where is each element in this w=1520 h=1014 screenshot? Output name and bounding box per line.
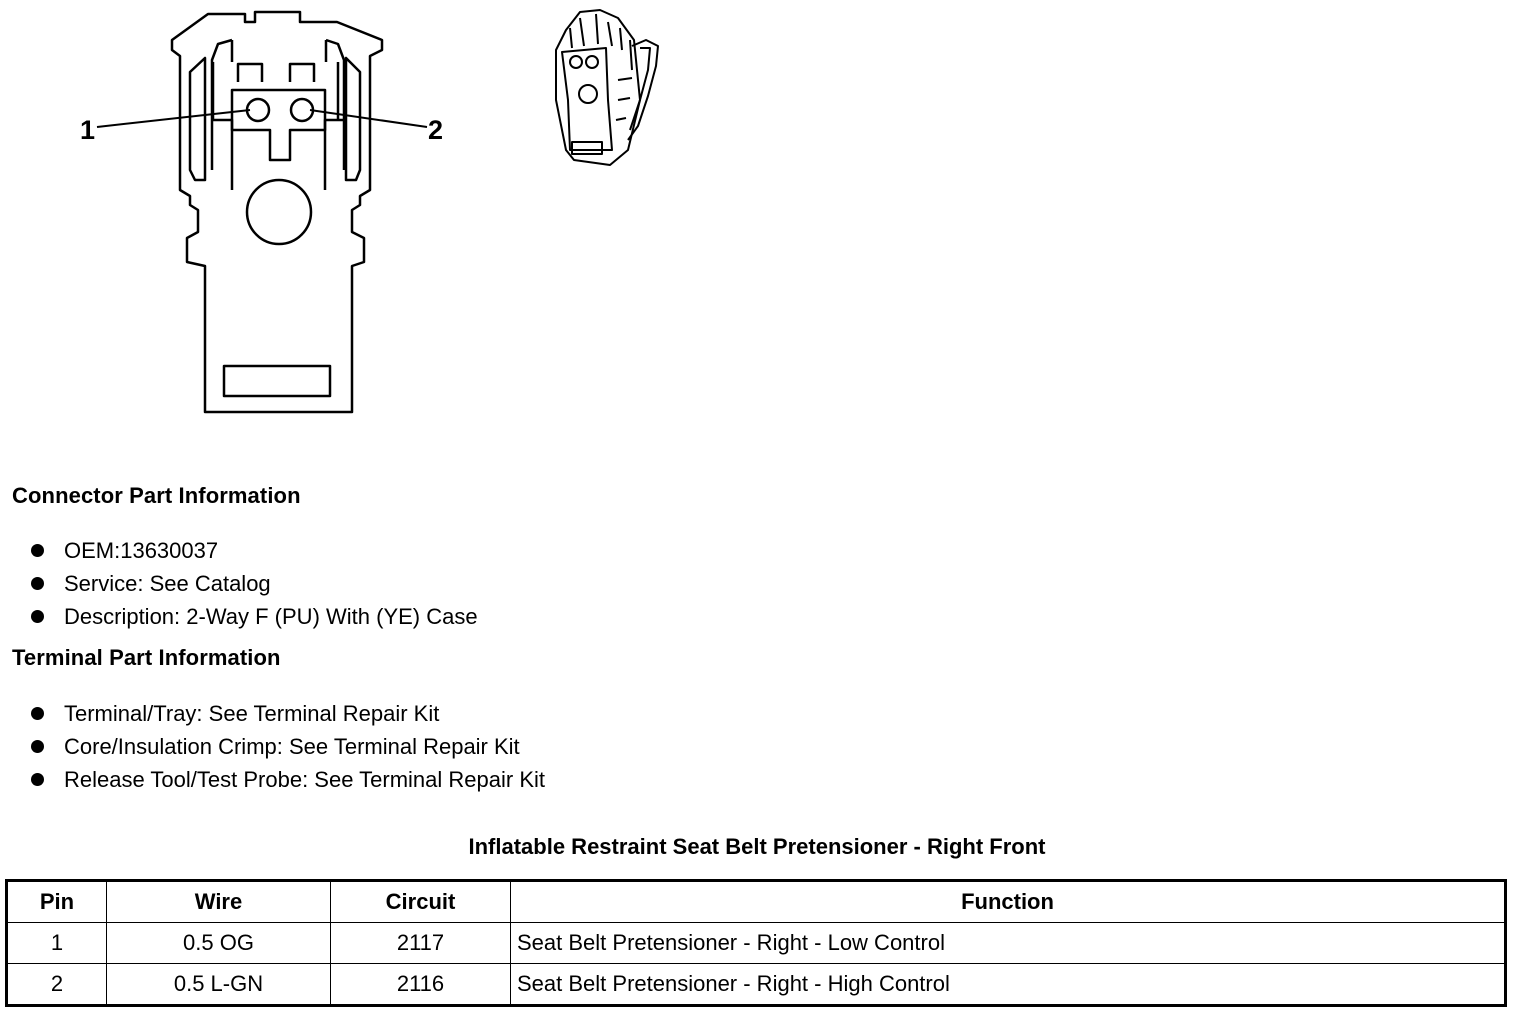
table-title: Inflatable Restraint Seat Belt Pretensio… xyxy=(468,834,1046,859)
connector-info-list: OEM:13630037 Service: See Catalog Descri… xyxy=(28,534,478,633)
cell-wire: 0.5 OG xyxy=(106,922,331,964)
connector-left-wall xyxy=(188,56,215,182)
terminal-info-heading: Terminal Part Information xyxy=(12,645,281,670)
list-item-text: Release Tool/Test Probe: See Terminal Re… xyxy=(64,766,545,792)
cell-function: Seat Belt Pretensioner - Right - Low Con… xyxy=(510,922,1506,964)
bullet-icon xyxy=(31,577,44,590)
connector-face-view: 1 2 xyxy=(80,10,443,414)
list-item: Core/Insulation Crimp: See Terminal Repa… xyxy=(28,730,545,763)
cell-pin: 1 xyxy=(6,922,107,964)
list-item-text: Core/Insulation Crimp: See Terminal Repa… xyxy=(64,733,520,759)
table-header-row: Pin Wire Circuit Function xyxy=(6,880,1506,923)
iso-top-latches xyxy=(569,13,633,71)
bullet-icon xyxy=(31,544,44,557)
iso-front-face xyxy=(561,47,613,151)
terminal-info-list: Terminal/Tray: See Terminal Repair Kit C… xyxy=(28,697,545,796)
iso-label-window xyxy=(571,141,603,155)
column-header-function: Function xyxy=(510,880,1506,923)
connector-illustration: 1 2 xyxy=(80,9,659,414)
bullet-icon xyxy=(31,707,44,720)
cell-function: Seat Belt Pretensioner - Right - High Co… xyxy=(510,963,1506,1006)
bullet-icon xyxy=(31,740,44,753)
pinout-table: Pin Wire Circuit Function 1 0.5 OG 2117 … xyxy=(5,879,1507,1007)
iso-cavity-1 xyxy=(569,55,583,69)
callout-leader-1 xyxy=(96,109,251,128)
connector-label-window xyxy=(222,364,332,398)
connector-lower-left-channel xyxy=(212,118,234,190)
connector-latch-left xyxy=(210,38,234,170)
terminal-cavity-1 xyxy=(245,97,271,123)
list-item: Terminal/Tray: See Terminal Repair Kit xyxy=(28,697,545,730)
cell-pin: 2 xyxy=(6,963,107,1006)
list-item-text: Description: 2-Way F (PU) With (YE) Case xyxy=(64,603,478,629)
connector-latch-right xyxy=(324,38,346,170)
connector-round-boss xyxy=(245,178,313,246)
connector-info-heading: Connector Part Information xyxy=(12,483,301,508)
column-header-wire: Wire xyxy=(106,880,331,923)
cell-wire: 0.5 L-GN xyxy=(106,963,331,1006)
list-item: Release Tool/Test Probe: See Terminal Re… xyxy=(28,763,545,796)
connector-housing-outline xyxy=(170,10,384,414)
iso-body-outline xyxy=(555,9,641,166)
table-row: 1 0.5 OG 2117 Seat Belt Pretensioner - R… xyxy=(6,922,1506,964)
terminal-cavity-block xyxy=(230,62,327,162)
callout-leader-2 xyxy=(309,109,428,128)
list-item-text: OEM:13630037 xyxy=(64,537,219,563)
list-item: Description: 2-Way F (PU) With (YE) Case xyxy=(28,600,478,633)
iso-cavity-2 xyxy=(585,55,599,69)
cell-circuit: 2117 xyxy=(330,922,511,964)
column-header-pin: Pin xyxy=(6,880,107,923)
bullet-icon xyxy=(31,610,44,623)
list-item-text: Terminal/Tray: See Terminal Repair Kit xyxy=(64,700,440,726)
list-item: Service: See Catalog xyxy=(28,567,478,600)
iso-side-ribs xyxy=(615,77,633,121)
connector-isometric-view xyxy=(555,9,659,166)
cell-circuit: 2116 xyxy=(330,963,511,1006)
terminal-cavity-2 xyxy=(289,97,315,123)
callout-label-1: 1 xyxy=(80,115,95,145)
connector-lower-right-channel xyxy=(323,118,344,190)
list-item-text: Service: See Catalog xyxy=(64,570,271,596)
connector-right-wall xyxy=(336,56,362,182)
iso-round-boss xyxy=(578,84,598,104)
iso-wire-bundle xyxy=(627,39,659,141)
callout-label-2: 2 xyxy=(428,115,443,145)
list-item: OEM:13630037 xyxy=(28,534,478,567)
bullet-icon xyxy=(31,773,44,786)
table-row: 2 0.5 L-GN 2116 Seat Belt Pretensioner -… xyxy=(6,963,1506,1006)
column-header-circuit: Circuit xyxy=(330,880,511,923)
